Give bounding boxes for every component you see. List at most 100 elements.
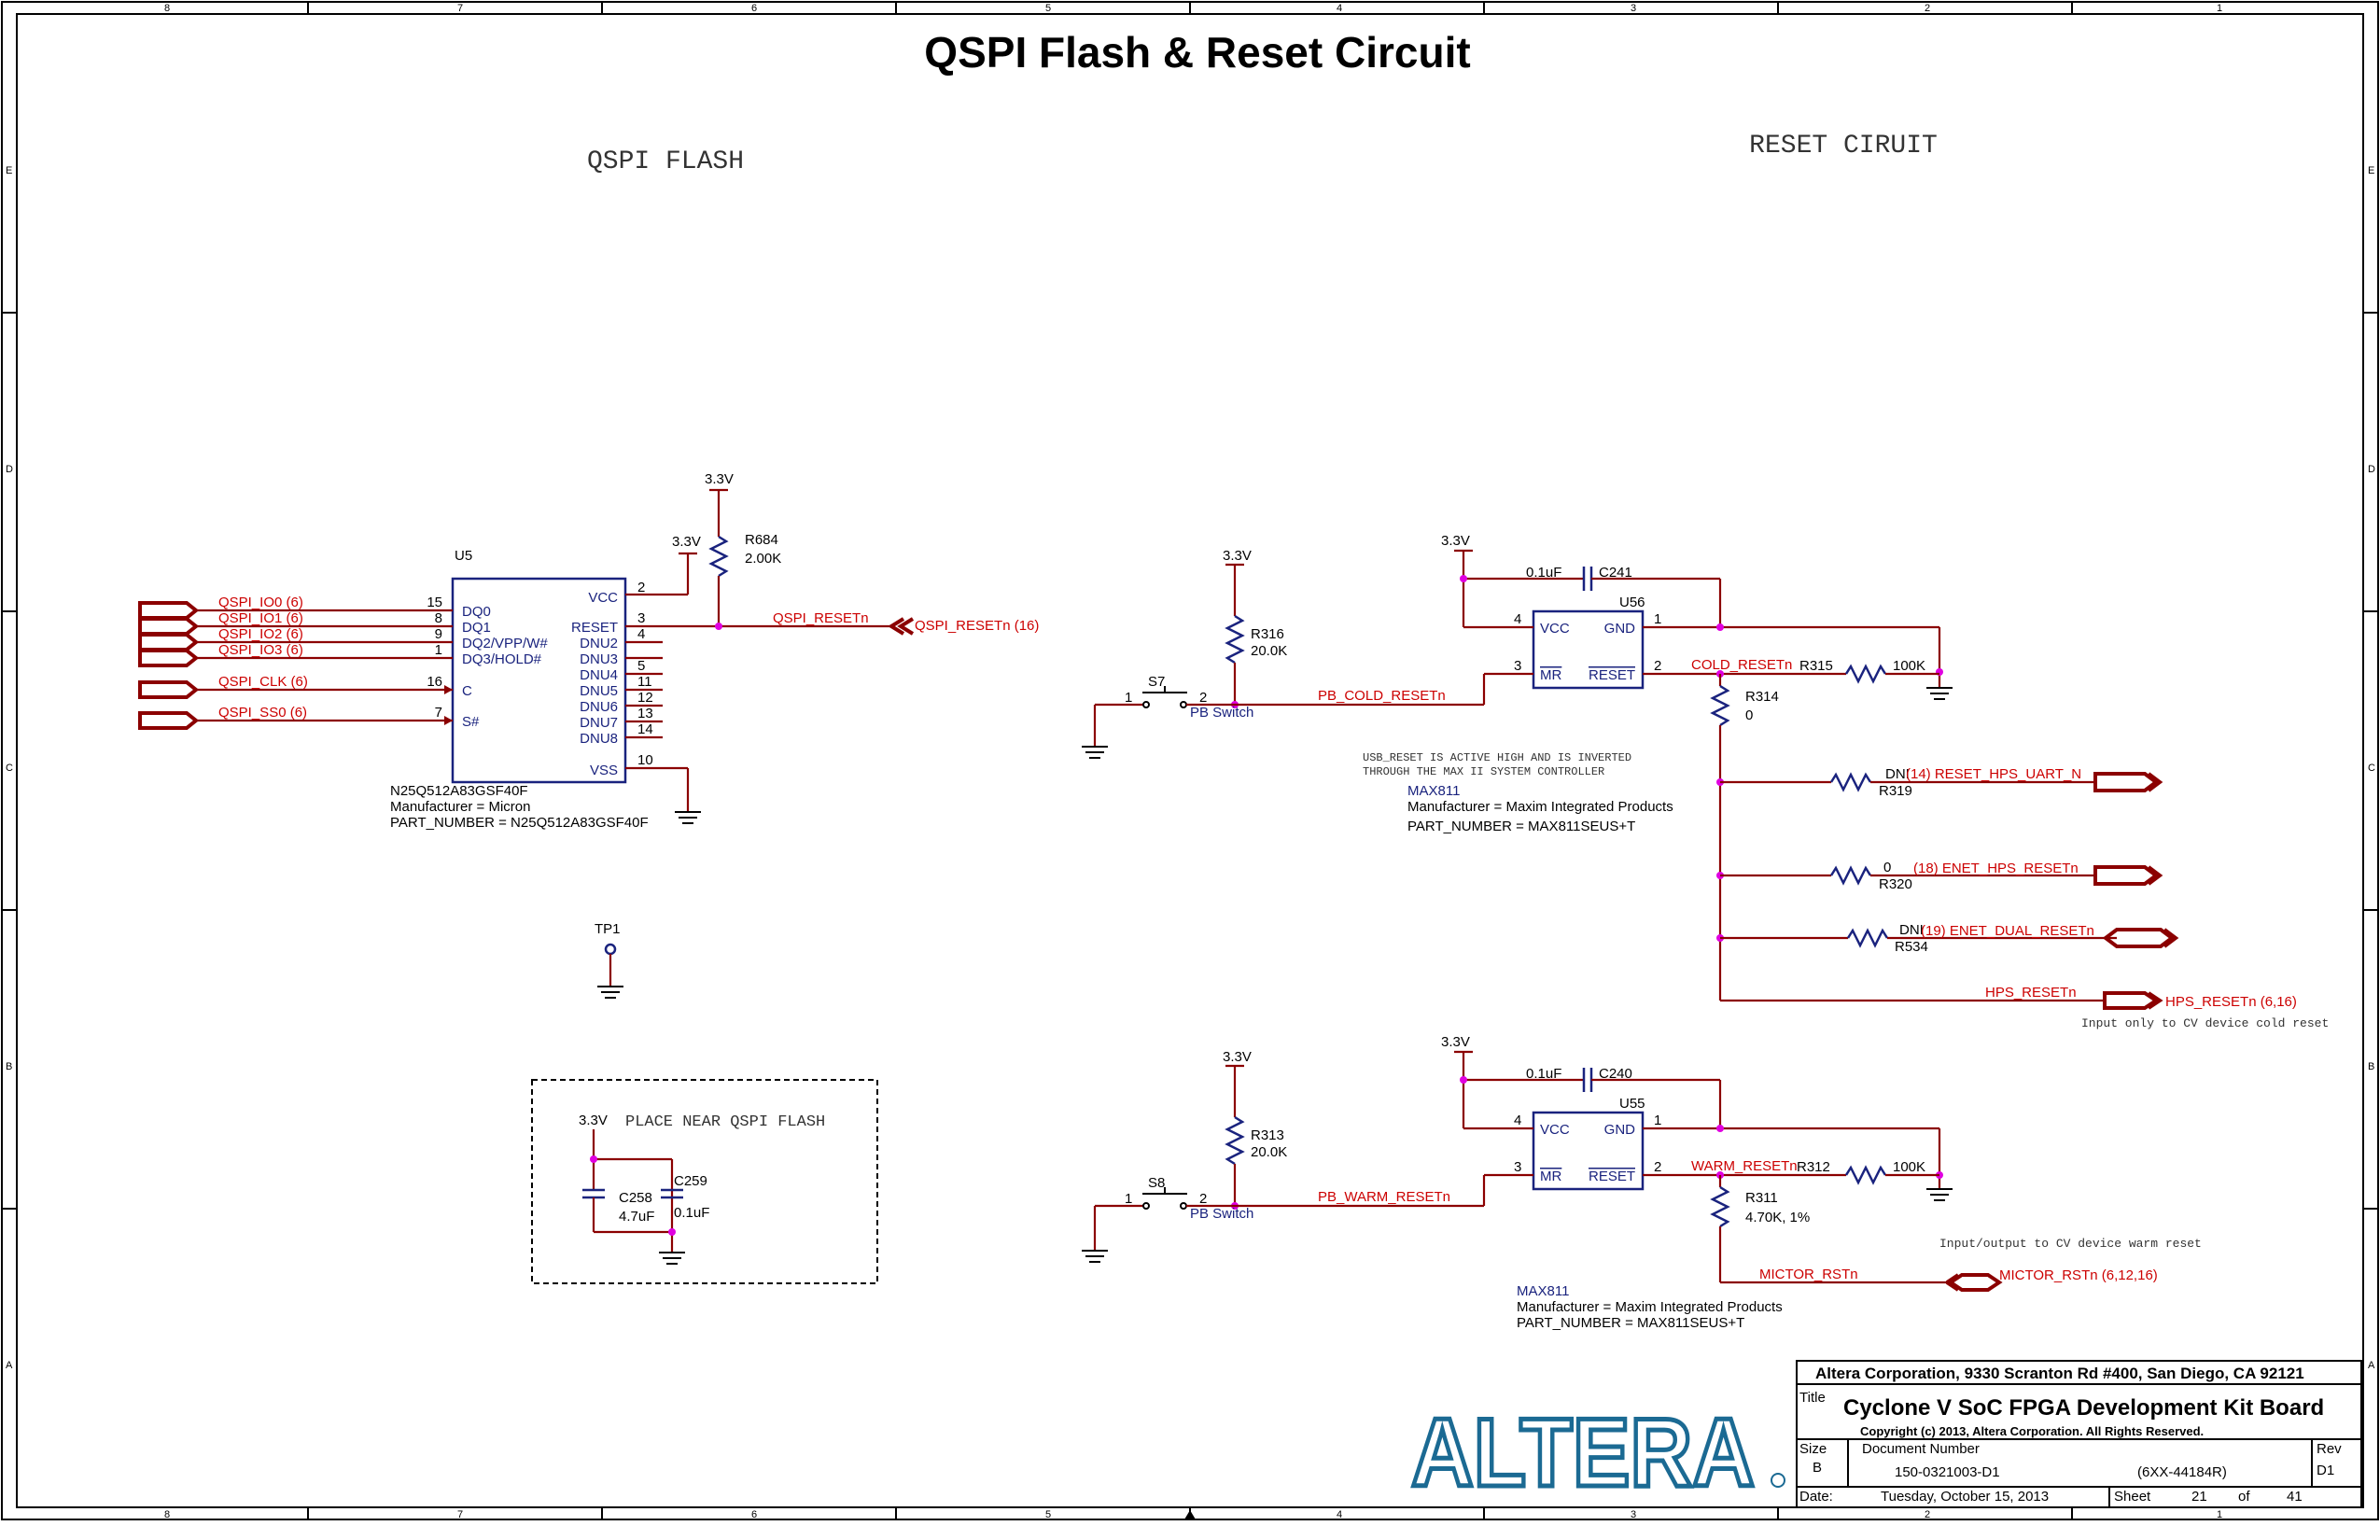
u5-part-number: PART_NUMBER = N25Q512A83GSF40F (390, 815, 649, 831)
col-label: 5 (1045, 3, 1051, 14)
u56-mr: MR (1540, 667, 1561, 683)
col-label: 2 (1925, 3, 1930, 14)
u56-reset: RESET (1589, 667, 1635, 683)
tb-company: Altera Corporation, 9330 Scranton Rd #40… (1815, 1365, 2304, 1382)
pin-num: 3 (1514, 1159, 1521, 1175)
qspi-right-wiring: 3.3V 3.3V R684 2.00K QSPI_RESETn QSPI_RE… (625, 471, 1039, 824)
caps-note: PLACE NEAR QSPI FLASH (625, 1113, 825, 1131)
net-qspi-ss0: QSPI_SS0 (6) (218, 705, 307, 721)
u56-ref: U56 (1619, 595, 1645, 610)
u56-gnd: GND (1604, 621, 1636, 637)
row-label: B (2368, 1061, 2374, 1072)
pin-num: 4 (1514, 611, 1521, 627)
frame-labels: 8 7 6 5 4 3 2 1 8 7 6 5 4 3 2 1 E D C B … (6, 3, 2375, 1520)
u5-pin-reset: RESET (571, 620, 618, 636)
pin-num: 2 (637, 580, 645, 595)
c258-ref: C258 (619, 1190, 652, 1206)
u55-reset: RESET (1589, 1169, 1635, 1184)
net-qspi-resetn: QSPI_RESETn (773, 610, 869, 626)
net-pb-warm-resetn: PB_WARM_RESETn (1318, 1189, 1450, 1205)
pin-num: 3 (1514, 658, 1521, 674)
net-hps-resetn: HPS_RESETn (1985, 985, 2077, 1001)
r319-val: DNI (1885, 766, 1910, 782)
resistor-r311 (1710, 1185, 1730, 1228)
pin-num: 2 (1654, 658, 1661, 674)
r316-ref: R316 (1251, 626, 1284, 642)
net-reset-hps-uart: (14) RESET_HPS_UART_N (1906, 766, 2081, 782)
pin-num: 1 (1654, 611, 1661, 627)
col-label: 3 (1631, 3, 1636, 14)
pin-num: 14 (637, 721, 653, 737)
port-qspi-resetn: QSPI_RESETn (16) (915, 618, 1039, 634)
pin-num: 1 (435, 642, 442, 658)
usb-note-1: USB_RESET IS ACTIVE HIGH AND IS INVERTED (1363, 751, 1631, 764)
u5-part: N25Q512A83GSF40F (390, 783, 528, 799)
net-enet-hps-resetn: (18) ENET_HPS_RESETn (1913, 861, 2079, 876)
r319-ref: R319 (1879, 783, 1912, 799)
r313-ref: R313 (1251, 1127, 1284, 1143)
col-label: 1 (2217, 1509, 2222, 1520)
c241-val: 0.1uF (1526, 565, 1561, 581)
r315-ref: R315 (1799, 658, 1833, 674)
r311-ref: R311 (1745, 1190, 1778, 1206)
col-label: 2 (1925, 1509, 1930, 1520)
qspi-flash-u5: U5 DQ0 DQ1 DQ2/VPP/W# DQ3/HOLD# C S# 15 … (390, 548, 653, 831)
u55-vcc: VCC (1540, 1122, 1570, 1138)
page-title: QSPI Flash & Reset Circuit (924, 28, 1470, 77)
r314-ref: R314 (1745, 689, 1779, 705)
test-point-tp1: TP1 (595, 921, 623, 999)
u55-body (1532, 1111, 1645, 1191)
net-enet-dual-resetn: (19) ENET_DUAL_RESETn (1921, 923, 2094, 939)
max811-2-title: MAX811 (1517, 1283, 1569, 1299)
u5-pin-vcc: VCC (588, 590, 618, 606)
resistor-r319 (1829, 772, 1872, 792)
u5-pin-dq2: DQ2/VPP/W# (462, 636, 548, 651)
u5-pin-dnu2: DNU2 (580, 636, 618, 651)
net-qspi-io0: QSPI_IO0 (6) (218, 595, 303, 610)
net-cold-resetn: COLD_RESETn (1691, 657, 1792, 673)
pin-num: 4 (1514, 1113, 1521, 1128)
tb-sheet: 21 (2191, 1489, 2207, 1505)
tb-title-label: Title (1799, 1390, 1826, 1406)
resistor-r314 (1710, 684, 1730, 727)
pin-num: 7 (435, 705, 442, 721)
vcc-label: 3.3V (1223, 1049, 1252, 1065)
u5-pin-dnu5: DNU5 (580, 683, 618, 699)
tb-date-label: Date: (1799, 1489, 1833, 1505)
pin-num: 2 (1654, 1159, 1661, 1175)
col-label: 7 (457, 3, 463, 14)
section-title-reset: RESET CIRUIT (1749, 132, 1938, 161)
u56-body (1532, 609, 1645, 690)
u5-pin-vss: VSS (590, 763, 618, 778)
port-hps-resetn: HPS_RESETn (6,16) (2165, 994, 2297, 1010)
u5-manufacturer: Manufacturer = Micron (390, 799, 530, 815)
reset-outputs: DNI R319 (14) RESET_HPS_UART_N 0 R320 (1… (1716, 766, 2329, 1030)
r534-val: DNI (1899, 922, 1924, 938)
tb-rev: D1 (2317, 1463, 2334, 1478)
pin-num: 15 (427, 595, 442, 610)
tb-title: Cyclone V SoC FPGA Development Kit Board (1843, 1395, 2324, 1421)
u5-pin-c: C (462, 683, 472, 699)
resistor-r684 (708, 535, 729, 578)
pin-num: 5 (637, 658, 645, 674)
pin-num: 13 (637, 706, 653, 721)
tb-copyright: Copyright (c) 2013, Altera Corporation. … (1860, 1424, 2204, 1438)
u55-gnd: GND (1604, 1122, 1636, 1138)
u5-pin-dnu4: DNU4 (580, 667, 618, 683)
max811-1-partnum: PART_NUMBER = MAX811SEUS+T (1407, 819, 1635, 834)
u5-pin-dq0: DQ0 (462, 604, 491, 620)
vcc-label: 3.3V (579, 1113, 608, 1128)
s7-ref: S7 (1148, 674, 1165, 690)
s7-pin2: 2 (1199, 690, 1207, 706)
warm-note: Input/output to CV device warm reset (1939, 1237, 2202, 1251)
r684-ref: R684 (745, 532, 778, 548)
u55-ref: U55 (1619, 1096, 1645, 1112)
reset-supervisor-u55: U55 VCC GND MR RESET 4 1 3 2 3.3V 0.1uF … (1441, 1034, 2202, 1331)
max811-1-manufacturer: Manufacturer = Maxim Integrated Products (1407, 799, 1673, 815)
tb-date: Tuesday, October 15, 2013 (1881, 1489, 2049, 1505)
net-qspi-clk: QSPI_CLK (6) (218, 674, 308, 690)
s7-label: PB Switch (1190, 705, 1253, 721)
r313-val: 20.0K (1251, 1144, 1287, 1160)
vcc-label: 3.3V (1441, 1034, 1470, 1050)
